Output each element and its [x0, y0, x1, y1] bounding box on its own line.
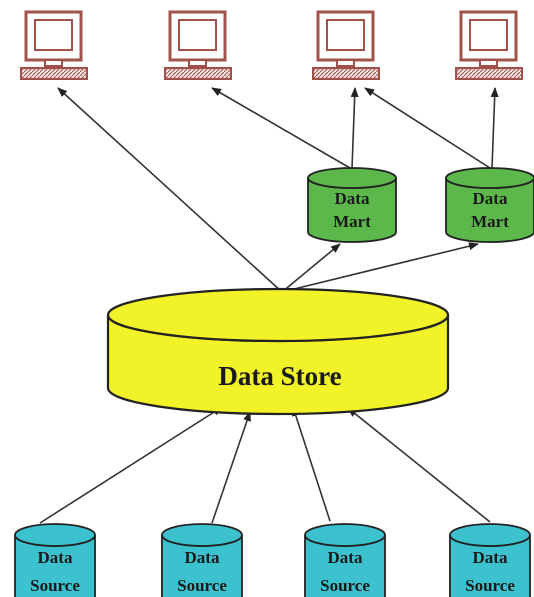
- connection-arrow-7: [281, 242, 479, 293]
- connection-arrow-10: [364, 87, 491, 169]
- connection-arrow-8: [211, 87, 351, 169]
- connection-arrow-11: [490, 87, 499, 169]
- data-source-label-line1: Data: [185, 548, 220, 567]
- data-source-label-line1: Data: [38, 548, 73, 567]
- data-store: Data Store: [106, 287, 450, 416]
- data-store-label: Data Store: [218, 361, 341, 391]
- connection-arrow-2: [211, 411, 251, 524]
- computer-terminal-icon: [164, 10, 232, 80]
- connection-arrow-6: [281, 243, 341, 293]
- connection-arrow-3: [291, 406, 331, 522]
- computer-terminal-icon: [312, 10, 380, 80]
- computer-terminal-icon: [455, 10, 523, 80]
- data-mart-label-line1: Data: [335, 189, 370, 208]
- data-source-label-line1: Data: [328, 548, 363, 567]
- data-mart-label-line2: Mart: [471, 212, 509, 231]
- connection-arrow-1: [39, 406, 223, 524]
- computer-terminal-icon: [20, 10, 88, 80]
- data-source-label-line2: Source: [30, 576, 80, 595]
- connection-arrow-4: [347, 407, 491, 523]
- connection-arrows: [39, 87, 499, 524]
- data-mart-label-line1: Data: [473, 189, 508, 208]
- data-source-label-line2: Source: [465, 576, 515, 595]
- connection-arrow-9: [350, 87, 359, 169]
- connection-arrow-5: [57, 87, 283, 293]
- data-source-label-line1: Data: [473, 548, 508, 567]
- data-mart-label-line2: Mart: [333, 212, 371, 231]
- data-source-label-line2: Source: [177, 576, 227, 595]
- data-source-label-line2: Source: [320, 576, 370, 595]
